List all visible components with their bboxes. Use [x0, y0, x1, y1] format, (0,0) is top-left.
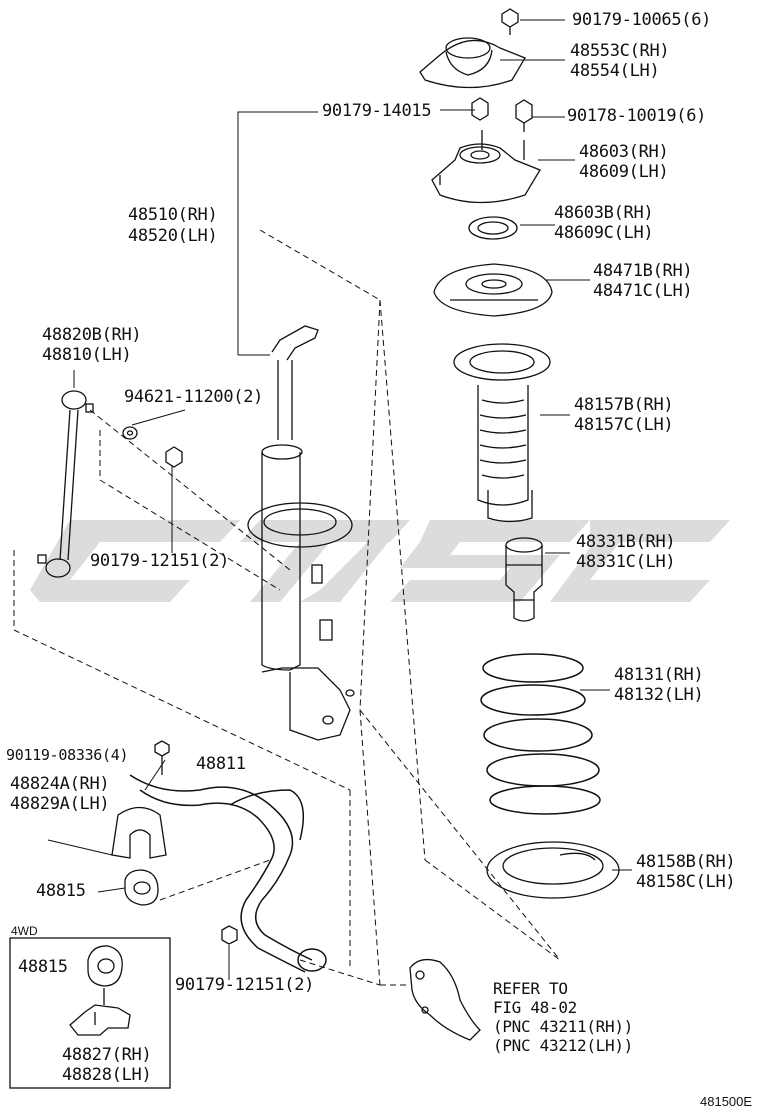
label-48603b: 48603B(RH): [554, 203, 654, 223]
dashed-lines: [13, 229, 561, 986]
label-48811: 48811: [196, 754, 246, 774]
label-48609c: 48609C(LH): [554, 223, 654, 243]
bar-nut: [221, 925, 238, 945]
label-48820b: 48820B(RH): [42, 325, 142, 345]
label-48827: 48827(RH): [62, 1045, 152, 1065]
label-48603: 48603(RH): [579, 142, 669, 162]
4wd-box: [9, 937, 171, 1089]
leader-lines: [47, 19, 632, 980]
bearing: [468, 216, 518, 240]
label-refer-pnc-lh: (PNC 43212(LH)): [493, 1036, 633, 1055]
label-refer-fig: FIG 48-02: [493, 998, 577, 1017]
label-90179-14015: 90179-14015: [322, 101, 432, 121]
nut-top: [501, 8, 519, 35]
label-48815-b: 48815: [18, 957, 68, 977]
label-48553c: 48553C(RH): [570, 41, 670, 61]
label-48471c: 48471C(LH): [593, 281, 693, 301]
label-90179-12151-b: 90179-12151(2): [175, 975, 315, 995]
bracket-4wd: [69, 1004, 131, 1036]
stabilizer-bar: [129, 774, 327, 973]
label-48331c: 48331C(LH): [576, 552, 676, 572]
label-48810: 48810(LH): [42, 345, 132, 365]
bushing-upper: [124, 869, 159, 906]
figure-number: 481500E: [700, 1094, 753, 1109]
upper-mount-cap: [419, 37, 526, 89]
bump-stopper: [505, 537, 543, 622]
label-48829a: 48829A(LH): [10, 794, 110, 814]
label-48815-a: 48815: [36, 881, 86, 901]
label-48520: 48520(LH): [128, 226, 218, 246]
label-90178-10019: 90178-10019(6): [567, 106, 707, 126]
label-48510: 48510(RH): [128, 205, 218, 225]
label-90179-12151-a: 90179-12151(2): [90, 551, 230, 571]
nut-10019: [515, 99, 533, 132]
coil-spring: [480, 653, 601, 815]
nut-14015: [471, 97, 489, 121]
link-nut: [165, 446, 183, 468]
lower-spring-seat: [486, 841, 620, 899]
bushing-4wd: [87, 945, 123, 1005]
upper-spring-seat: [433, 263, 553, 317]
label-refer-to: REFER TO: [493, 979, 568, 998]
strut-support: [431, 130, 541, 204]
label-48131: 48131(RH): [614, 665, 704, 685]
label-48824a: 48824A(RH): [10, 774, 110, 794]
label-48158c: 48158C(LH): [636, 872, 736, 892]
steering-knuckle: [409, 958, 481, 1041]
label-48157b: 48157B(RH): [574, 395, 674, 415]
label-48554: 48554(LH): [570, 61, 660, 81]
label-4wd: 4WD: [11, 924, 38, 938]
label-48157c: 48157C(LH): [574, 415, 674, 435]
label-48132: 48132(LH): [614, 685, 704, 705]
bushing-bracket: [111, 806, 167, 859]
label-48471b: 48471B(RH): [593, 261, 693, 281]
bump-boot: [453, 343, 551, 523]
shock-absorber: [247, 325, 355, 741]
label-48158b: 48158B(RH): [636, 852, 736, 872]
label-90119-08336: 90119-08336(4): [6, 746, 129, 764]
label-48609: 48609(LH): [579, 162, 669, 182]
label-48828: 48828(LH): [62, 1065, 152, 1085]
watermark-logo: [30, 520, 730, 602]
label-refer-pnc-rh: (PNC 43211(RH)): [493, 1017, 633, 1036]
bushing-bolt: [154, 740, 170, 775]
label-94621-11200: 94621-11200(2): [124, 387, 264, 407]
link-washer: [122, 426, 138, 440]
label-48331b: 48331B(RH): [576, 532, 676, 552]
label-90179-10065: 90179-10065(6): [572, 10, 712, 30]
stabilizer-link: [37, 390, 94, 578]
